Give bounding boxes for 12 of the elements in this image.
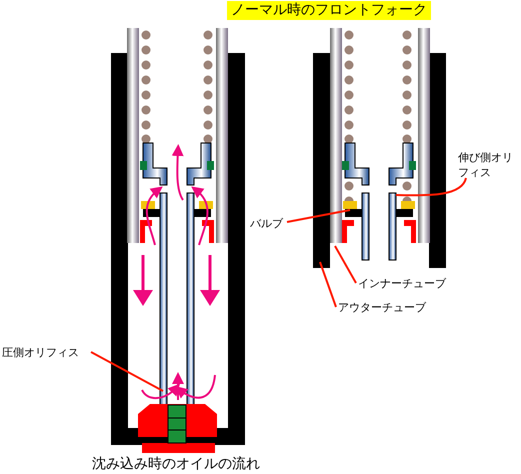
callout-label: インナーチューブ — [358, 276, 446, 291]
callout-label: バルブ — [250, 216, 283, 231]
title: ノーマル時のフロントフォーク — [227, 1, 431, 20]
leader-line — [319, 262, 337, 308]
leader-line — [286, 209, 350, 223]
callout-label: アウターチューブ — [338, 300, 426, 315]
leader-line — [90, 351, 164, 392]
leader-line — [396, 178, 467, 196]
caption: 沈み込み時のオイルの流れ — [92, 455, 260, 473]
callout-label: 伸び側オリフィス — [458, 150, 516, 180]
leader-line — [334, 246, 357, 284]
callout-label: 圧側オリフィス — [2, 345, 79, 360]
